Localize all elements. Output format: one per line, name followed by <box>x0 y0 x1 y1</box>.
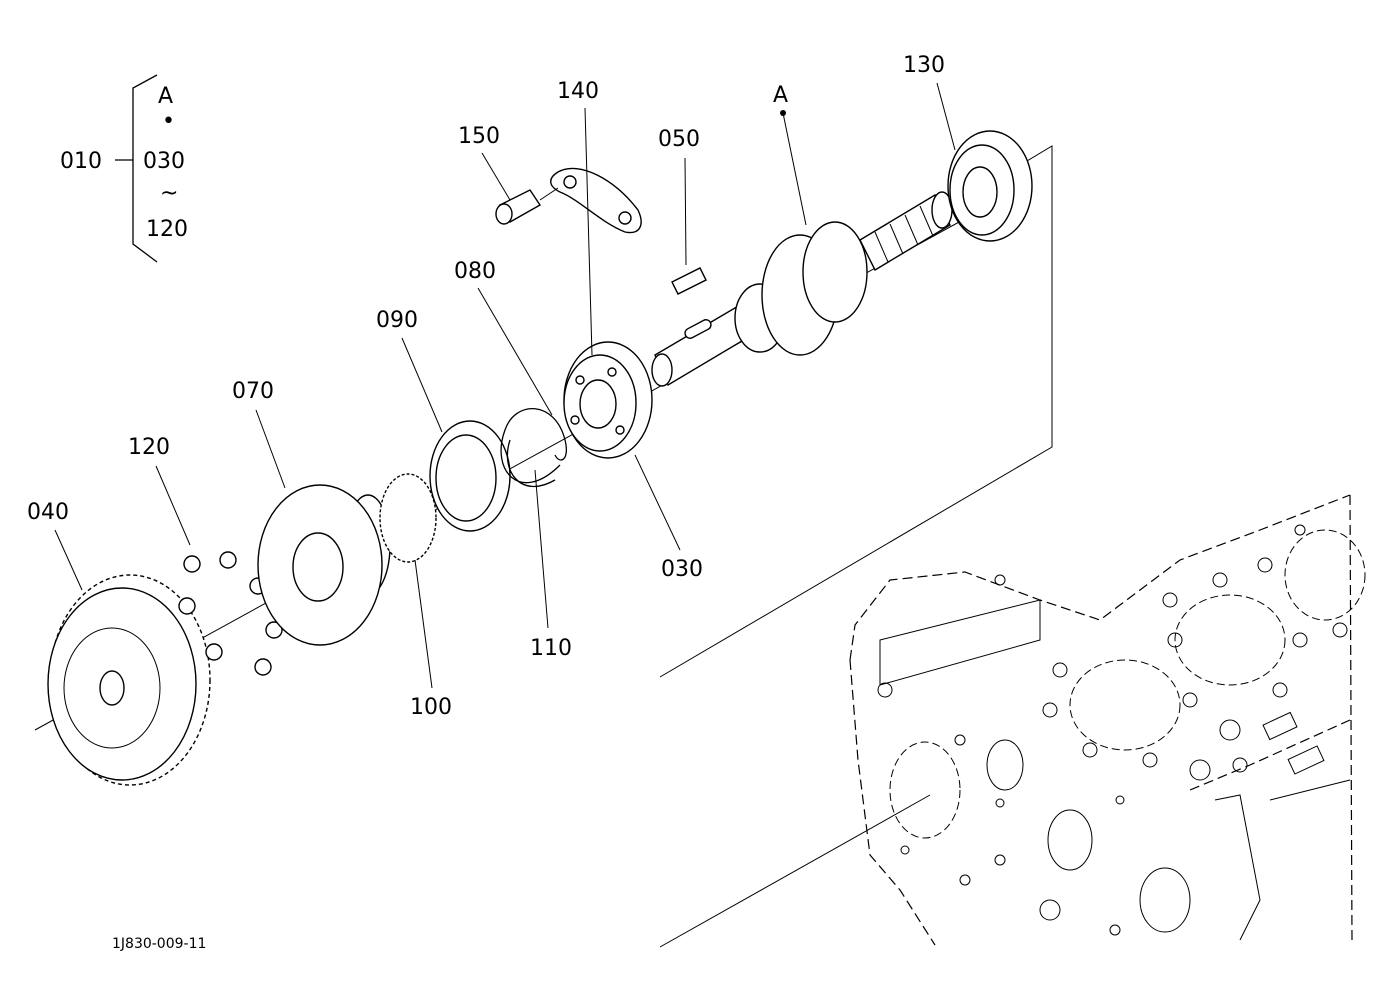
group-tilde: ~ <box>160 181 178 206</box>
leader-A-dot <box>780 110 786 116</box>
gear-keyway-bore <box>99 670 125 706</box>
part-label-040: 040 <box>27 500 69 525</box>
engine-reference-line <box>659 794 931 948</box>
leader-030 <box>634 454 681 551</box>
leader-050 <box>684 157 687 266</box>
part-label-090: 090 <box>376 308 418 333</box>
leader-120 <box>155 465 191 546</box>
group-to-label: 120 <box>146 217 188 242</box>
lever-hole <box>563 175 577 189</box>
leader-110 <box>534 469 549 629</box>
group-top-label: A <box>158 84 173 109</box>
lever-140 <box>550 167 642 234</box>
bearing-ball <box>575 375 585 385</box>
cylinder-bore-3 <box>1284 529 1366 621</box>
ball <box>178 597 196 615</box>
shaft-spline-body <box>859 194 951 271</box>
governor-shaft <box>651 191 953 387</box>
block-top-edge <box>849 494 1351 661</box>
block-slot <box>1287 745 1325 775</box>
part-labels: 130 A 140 150 050 080 090 070 120 040 03… <box>27 53 945 720</box>
leader-130 <box>936 82 956 151</box>
leader-080 <box>477 287 553 416</box>
block-bore-large <box>889 741 961 839</box>
spline-ridges <box>874 205 934 263</box>
leader-lines <box>54 82 956 689</box>
pin-150 <box>495 187 559 225</box>
assembly-number-label: 010 <box>60 149 102 174</box>
group-from-label: 030 <box>143 149 185 174</box>
part-label-030: 030 <box>661 557 703 582</box>
block-top-face <box>879 599 1041 686</box>
bearing-090 <box>429 420 511 532</box>
bearing-130 <box>947 130 1033 242</box>
part-label-A: A <box>773 83 788 108</box>
key-050 <box>671 267 707 295</box>
gear-040 <box>47 574 211 786</box>
block-deck-line <box>1269 779 1351 801</box>
part-label-050: 050 <box>658 127 700 152</box>
bearing-ball <box>615 425 625 435</box>
ball <box>219 551 237 569</box>
pin-head <box>495 203 513 225</box>
block-bore-mid <box>1047 809 1093 871</box>
part-label-080: 080 <box>454 259 496 284</box>
bearing-bore <box>962 166 998 218</box>
ball <box>254 658 272 676</box>
reference-bracket-line <box>659 145 1053 678</box>
leader-140 <box>584 107 593 356</box>
leader-A <box>782 112 807 226</box>
block-right-edge <box>1349 494 1353 941</box>
plate-bore <box>292 532 344 602</box>
bearing-bore <box>579 379 617 429</box>
part-label-100: 100 <box>410 695 452 720</box>
leader-070 <box>255 409 286 489</box>
circlip-080 <box>500 407 567 487</box>
balls-120 <box>178 551 283 676</box>
shaft-keyway <box>684 319 712 339</box>
drawing-id: 1J830-009-11 <box>112 936 206 952</box>
block-deck-edge <box>1189 719 1351 791</box>
governor-plate-070 <box>257 484 391 646</box>
engine-block <box>849 494 1366 946</box>
part-label-110: 110 <box>530 636 572 661</box>
bracket-line <box>132 74 158 263</box>
cylinder-bore-2 <box>1174 594 1286 686</box>
gear-hub <box>63 627 161 749</box>
bearing-ball <box>607 367 617 377</box>
group-dot: • <box>162 109 175 134</box>
leader-040 <box>54 529 83 591</box>
weight-ring-2 <box>802 221 868 323</box>
part-label-150: 150 <box>458 124 500 149</box>
block-left-edge <box>849 659 936 946</box>
leader-150 <box>481 152 511 201</box>
block-slot <box>1262 711 1298 741</box>
block-bore-small <box>986 739 1024 791</box>
part-label-140: 140 <box>557 79 599 104</box>
leader-100 <box>414 559 433 689</box>
assembly-group-bracket: 010 A • 030 ~ 120 <box>60 74 188 263</box>
block-side-rib <box>1214 794 1261 941</box>
cylinder-bore-1 <box>1069 659 1181 751</box>
lever-hole <box>618 211 632 225</box>
block-bore-low <box>1139 867 1191 933</box>
ball <box>183 555 201 573</box>
bearing-ball <box>570 415 580 425</box>
ball-ring-100 <box>379 473 437 563</box>
bearing-030 <box>563 341 653 459</box>
ball <box>265 621 283 639</box>
part-label-120: 120 <box>128 435 170 460</box>
pin-centerline <box>539 187 559 201</box>
circlip-edge <box>506 439 556 487</box>
block-bolt-holes <box>877 524 1348 936</box>
part-label-130: 130 <box>903 53 945 78</box>
leader-090 <box>401 337 443 433</box>
part-label-070: 070 <box>232 379 274 404</box>
ball <box>205 643 223 661</box>
bearing-inner <box>435 434 497 522</box>
shaft-tip <box>651 353 673 387</box>
